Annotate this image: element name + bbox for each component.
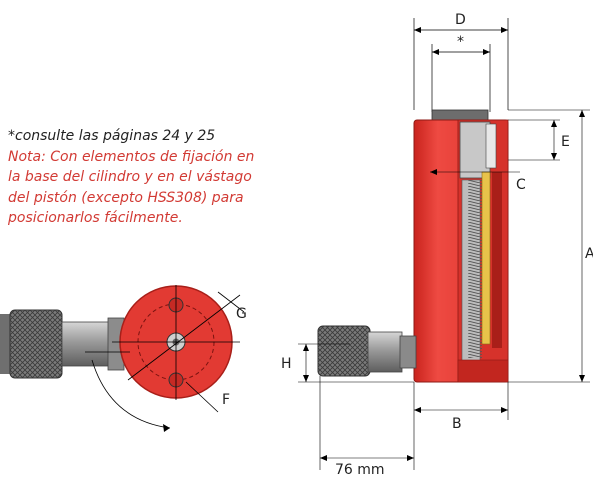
label-E: E [561, 134, 570, 150]
seal [485, 123, 497, 169]
coupler-knurled-nut [317, 325, 371, 377]
left-coupler-body [61, 321, 111, 367]
nota-line-2: la base del cilindro y en el vástago [8, 169, 252, 185]
label-A: A [585, 246, 593, 262]
return-spring [468, 180, 482, 358]
label-76mm: 76 mm [335, 462, 385, 477]
dim-G-tick [217, 291, 245, 313]
label-D: D [455, 12, 466, 28]
label-G: G [236, 306, 247, 322]
nota-label: Nota: [8, 148, 46, 165]
label-star: * [457, 34, 464, 50]
dim-F-line [185, 381, 219, 413]
dim-C-arrow [430, 169, 437, 175]
left-top-view: G F [0, 285, 247, 432]
left-knurled-nut [9, 309, 63, 379]
label-C: C [516, 177, 526, 193]
angle-arc [91, 359, 171, 429]
spring-guide [481, 171, 491, 345]
label-F: F [222, 392, 230, 408]
label-B: B [452, 416, 462, 432]
dim-G-line [127, 294, 241, 381]
ref-text: *consulte las páginas 24 y 25 [8, 128, 216, 144]
piston-head [459, 121, 491, 179]
note-block: *consulte las páginas 24 y 25 Nota: Con … [8, 126, 338, 229]
coupler-hex [399, 335, 417, 369]
label-H: H [281, 356, 292, 372]
angle-arrow [163, 424, 170, 432]
cylinder-wall [492, 172, 502, 348]
nota-text: Nota: Con elementos de fijación en la bas… [8, 147, 338, 229]
left-coupler-end [0, 314, 12, 374]
coupler-body [367, 331, 403, 373]
nota-line-3: del pistón (excepto HSS308) para [8, 189, 244, 206]
nota-line-1: Con elementos de fijación en [45, 148, 255, 165]
dim-star-arrows [432, 49, 490, 55]
nota-line-4: posicionarlos fácilmente. [8, 210, 183, 226]
cylinder-base-section [457, 359, 509, 383]
right-side-view: D * E C [281, 12, 593, 477]
